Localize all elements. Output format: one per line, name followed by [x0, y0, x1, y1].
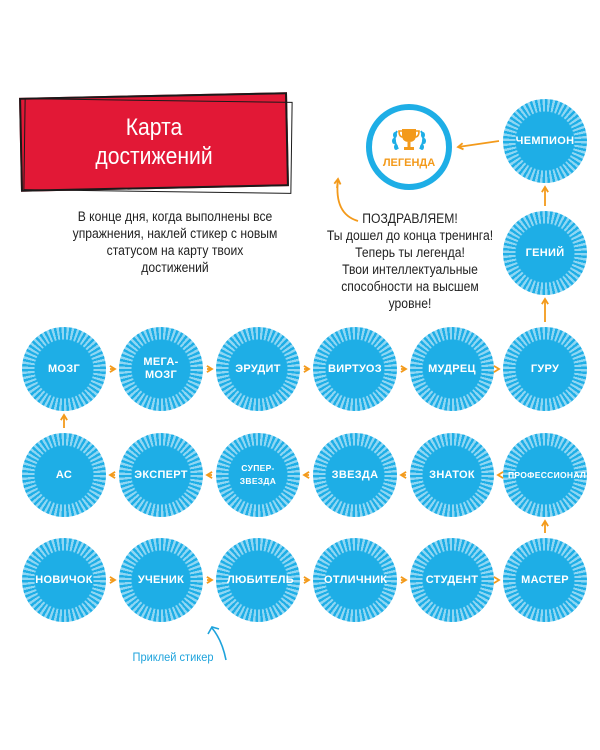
- status-badge[interactable]: Любитель: [216, 538, 300, 622]
- status-badge[interactable]: АС: [22, 433, 106, 517]
- status-badge[interactable]: Новичок: [22, 538, 106, 622]
- status-badge-label: Супер- звезда: [239, 463, 277, 486]
- status-badge-label: Гений: [525, 246, 565, 259]
- status-badge-label: Профессионал: [508, 469, 587, 480]
- status-badge[interactable]: Ученик: [119, 538, 203, 622]
- status-badge-label: Любитель: [227, 573, 294, 586]
- path-arrow: [205, 471, 213, 479]
- status-badge-label: Студент: [425, 573, 479, 586]
- congrats-line-2: Ты дошел до конца тренинга!: [326, 228, 494, 243]
- path-arrow: [400, 576, 408, 584]
- status-badge-label: Гуру: [530, 362, 560, 375]
- title-line-1: Карта: [125, 114, 183, 141]
- path-arrow: [541, 519, 549, 533]
- status-badge-label: АС: [55, 468, 73, 481]
- status-badge-label: Мудрец: [428, 362, 476, 375]
- status-badge-label: Мозг: [47, 362, 81, 375]
- intro-line-1: В конце дня, когда выполнены все: [77, 209, 273, 224]
- status-badge[interactable]: Отличник: [313, 538, 397, 622]
- path-arrow: [333, 177, 342, 189]
- congrats-line-4: Твои интеллектуальные: [342, 262, 478, 277]
- congrats-line-1: ПОЗДРАВЛЯЕМ!: [362, 211, 458, 226]
- path-arrow: [206, 576, 214, 584]
- status-badge-label: Виртуоз: [328, 362, 382, 375]
- status-badge[interactable]: Мастер: [503, 538, 587, 622]
- path-arrow: [493, 576, 501, 584]
- status-badge-label: Чемпион: [515, 134, 575, 147]
- status-badge[interactable]: Гений: [503, 211, 587, 295]
- status-badge[interactable]: Мудрец: [410, 327, 494, 411]
- path-arrow: [493, 365, 501, 373]
- path-arrow: [303, 365, 311, 373]
- path-arrow: [60, 413, 68, 428]
- intro-line-3: статусом на карту твоих достижений: [106, 243, 244, 275]
- status-badge-label: Мастер: [521, 573, 569, 586]
- status-badge-label: Звезда: [331, 468, 379, 481]
- congrats-line-5: способности на высшем уровне!: [341, 279, 479, 311]
- status-badge-label: Эксперт: [134, 468, 188, 481]
- intro-text: В конце дня, когда выполнены все упражне…: [72, 208, 279, 276]
- path-arrow: [109, 365, 117, 373]
- legend-badge[interactable]: Легенда: [366, 104, 452, 190]
- status-badge-label: Отличник: [324, 573, 388, 586]
- path-arrow: [399, 471, 407, 479]
- status-badge[interactable]: Мозг: [22, 327, 106, 411]
- path-arrow: [109, 576, 117, 584]
- status-badge[interactable]: Профессионал: [503, 433, 587, 517]
- path-arrow: [456, 140, 500, 151]
- status-badge-label: Мега- мозг: [143, 356, 179, 381]
- path-arrow: [541, 185, 549, 206]
- page-title: Карта достижений: [36, 95, 272, 189]
- status-badge-label: Ученик: [137, 573, 185, 586]
- title-banner: Карта достижений: [19, 92, 293, 194]
- status-badge[interactable]: Звезда: [313, 433, 397, 517]
- intro-line-2: упражнения, наклей стикер с новым: [72, 226, 278, 241]
- congrats-text: ПОЗДРАВЛЯЕМ! Ты дошел до конца тренинга!…: [325, 210, 496, 312]
- status-badge[interactable]: Эксперт: [119, 433, 203, 517]
- status-badge-label: Новичок: [35, 573, 93, 586]
- status-badge-label: Эрудит: [235, 362, 281, 375]
- status-badge[interactable]: Студент: [410, 538, 494, 622]
- path-arrow: [541, 297, 549, 322]
- sticker-pointer-arrowhead: [207, 626, 220, 635]
- trophy-laurel-icon: [392, 129, 426, 150]
- path-arrow: [303, 576, 311, 584]
- status-badge[interactable]: Виртуоз: [313, 327, 397, 411]
- status-badge[interactable]: Мега- мозг: [119, 327, 203, 411]
- path-arrow: [302, 471, 310, 479]
- status-badge[interactable]: Гуру: [503, 327, 587, 411]
- legend-label: Легенда: [382, 157, 436, 169]
- status-badge[interactable]: Супер- звезда: [216, 433, 300, 517]
- congrats-line-3: Теперь ты легенда!: [355, 245, 465, 260]
- status-badge[interactable]: Знаток: [410, 433, 494, 517]
- sticker-hint: Приклей стикер: [132, 650, 214, 664]
- status-badge[interactable]: Эрудит: [216, 327, 300, 411]
- path-arrow: [206, 365, 214, 373]
- status-badge[interactable]: Чемпион: [503, 99, 587, 183]
- path-arrow: [400, 365, 408, 373]
- status-badge-label: Знаток: [429, 468, 475, 481]
- path-arrow: [108, 471, 116, 479]
- title-line-2: достижений: [95, 143, 213, 170]
